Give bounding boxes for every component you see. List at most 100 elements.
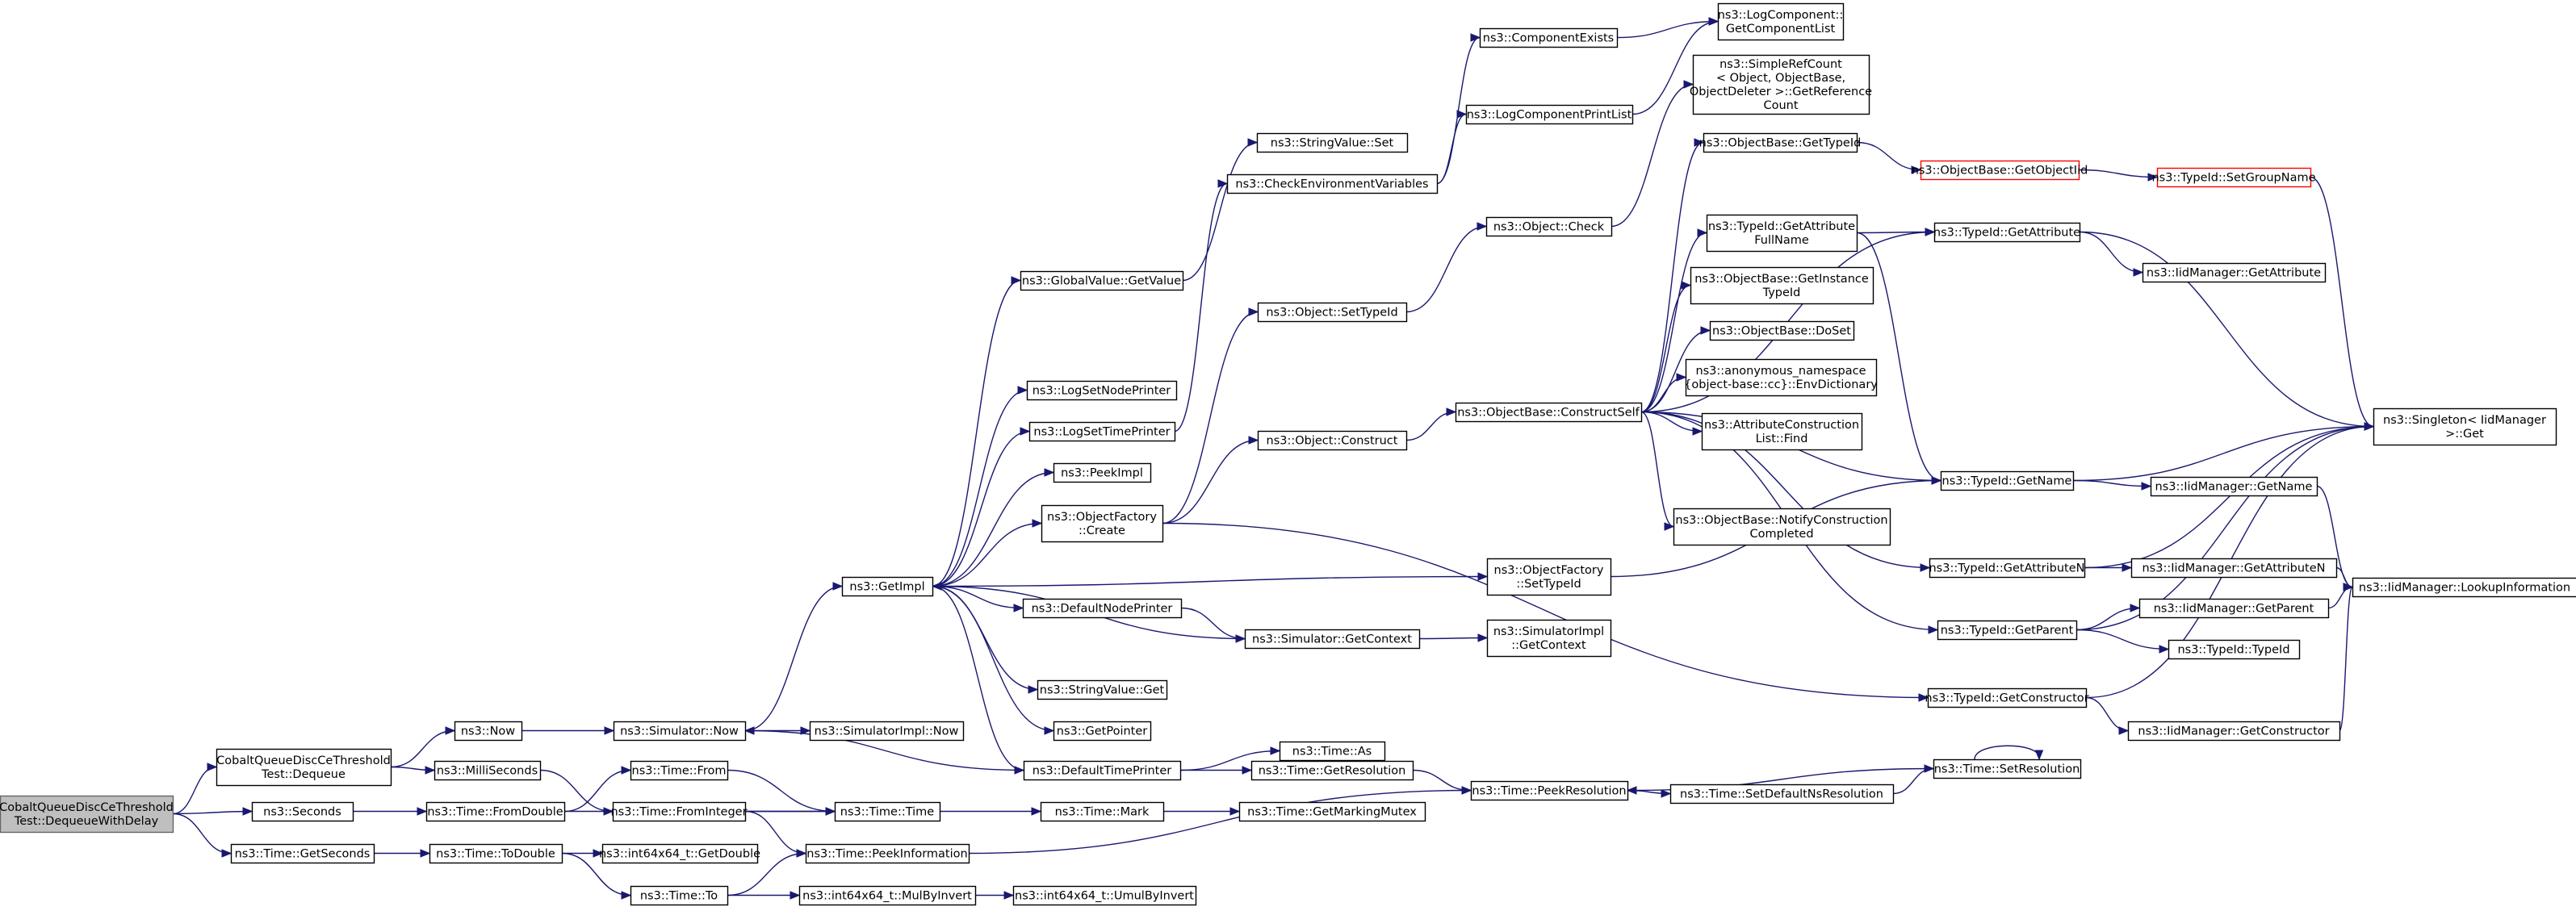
edge-ofcreate-objconstruct	[1162, 436, 1259, 524]
node-iidgetname[interactable]: ns3::IidManager::GetName	[2150, 476, 2318, 497]
edge-getimpl-logsetnode	[932, 386, 1028, 587]
node-simimplnow[interactable]: ns3::SimulatorImpl::Now	[809, 721, 965, 742]
node-setresolution[interactable]: ns3::Time::SetResolution	[1933, 758, 2082, 779]
node-defnodeprinter[interactable]: ns3::DefaultNodePrinter	[1022, 598, 1183, 619]
node-peekinfo[interactable]: ns3::Time::PeekInformation	[805, 843, 970, 864]
node-logcompgetlist[interactable]: ns3::LogComponent::GetComponentList	[1718, 2, 1845, 41]
node-iidgetconstructor[interactable]: ns3::IidManager::GetConstructor	[2127, 721, 2341, 742]
node-compexists[interactable]: ns3::ComponentExists	[1479, 27, 1619, 48]
node-tidgetattr[interactable]: ns3::TypeId::GetAttribute	[1933, 222, 2081, 243]
node-iidgetparent[interactable]: ns3::IidManager::GetParent	[2138, 598, 2330, 619]
node-gvgetvalue[interactable]: ns3::GlobalValue::GetValue	[1020, 270, 1184, 291]
node-label: ns3::Time::ToDouble	[436, 848, 555, 861]
node-todouble[interactable]: ns3::Time::ToDouble	[429, 843, 563, 864]
node-obgetobjectiid[interactable]: ns3::ObjectBase::GetObjectIid	[1912, 160, 2088, 181]
node-tidgetname[interactable]: ns3::TypeId::GetName	[1940, 470, 2075, 491]
node-label: FullName	[1754, 234, 1809, 247]
node-tidtypeid[interactable]: ns3::TypeId::TypeId	[2168, 639, 2301, 660]
node-label: ns3::IidManager::LookupInformation	[2359, 582, 2570, 595]
node-checkenv[interactable]: ns3::CheckEnvironmentVariables	[1226, 173, 1439, 194]
node-umulbyinvert[interactable]: ns3::int64x64_t::UmulByInvert	[1012, 885, 1197, 906]
node-tidgetattrn[interactable]: ns3::TypeId::GetAttributeN	[1929, 558, 2086, 579]
node-now[interactable]: ns3::Now	[454, 721, 523, 742]
node-logcompprint[interactable]: ns3::LogComponentPrintList	[1465, 104, 1634, 125]
node-svget[interactable]: ns3::StringValue::Get	[1037, 679, 1168, 700]
node-label: ns3::ObjectBase::GetTypeId	[1699, 137, 1862, 150]
node-objcheck[interactable]: ns3::Object::Check	[1485, 216, 1613, 237]
node-seconds[interactable]: ns3::Seconds	[251, 801, 354, 822]
node-anonenvdict[interactable]: ns3::anonymous_namespace{object-base::cc…	[1684, 358, 1878, 397]
node-box	[1673, 508, 1891, 546]
node-objconstruct[interactable]: ns3::Object::Construct	[1257, 430, 1408, 451]
node-setdefaultns[interactable]: ns3::Time::SetDefaultNsResolution	[1669, 784, 1895, 804]
node-simnow[interactable]: ns3::Simulator::Now	[613, 721, 747, 742]
edge-simgetcontext-simimplgetctx	[1418, 633, 1489, 642]
edge-deftimeprinter-simnow	[743, 726, 1024, 771]
node-getdouble[interactable]: ns3::int64x64_t::GetDouble	[599, 843, 760, 864]
node-simgetcontext[interactable]: ns3::Simulator::GetContext	[1244, 629, 1421, 650]
node-obdoset[interactable]: ns3::ObjectBase::DoSet	[1709, 320, 1855, 341]
node-obnotify[interactable]: ns3::ObjectBase::NotifyConstructionCompl…	[1673, 508, 1891, 546]
node-iidlookup[interactable]: ns3::IidManager::LookupInformation	[2352, 577, 2576, 598]
node-timetime[interactable]: ns3::Time::Time	[834, 801, 941, 822]
node-singletonget[interactable]: ns3::Singleton< IidManager>::Get	[2373, 407, 2557, 446]
node-svset[interactable]: ns3::StringValue::Set	[1256, 132, 1409, 153]
node-root[interactable]: CobaltQueueDiscCeThresholdTest::DequeueW…	[0, 795, 174, 834]
node-label: ns3::TypeId::SetGroupName	[2151, 172, 2315, 185]
node-tidgetconstructor[interactable]: ns3::TypeId::GetConstructor	[1925, 687, 2089, 708]
node-timeas[interactable]: ns3::Time::As	[1279, 741, 1386, 762]
node-timeto[interactable]: ns3::Time::To	[630, 885, 729, 906]
node-label: ns3::DefaultNodePrinter	[1032, 603, 1173, 616]
edge-timeto-mulbyinvert	[727, 891, 801, 900]
node-ofsettypeid[interactable]: ns3::ObjectFactory::SetTypeId	[1486, 558, 1612, 596]
node-mulbyinvert[interactable]: ns3::int64x64_t::MulByInvert	[798, 885, 977, 906]
node-box	[0, 795, 174, 834]
edge-gvgetvalue-svset	[1182, 138, 1259, 282]
node-tidgetparent[interactable]: ns3::TypeId::GetParent	[1937, 620, 2078, 641]
node-peekimpl[interactable]: ns3::PeekImpl	[1053, 462, 1152, 483]
edge-deftimeprinter-timeas	[1179, 746, 1281, 771]
node-label: Test::Dequeue	[261, 768, 346, 781]
node-getimpl[interactable]: ns3::GetImpl	[841, 576, 934, 597]
node-frominteger[interactable]: ns3::Time::FromInteger	[610, 801, 748, 822]
node-simplerefcount[interactable]: ns3::SimpleRefCount< Object, ObjectBase,…	[1690, 54, 1872, 115]
node-objsettypeid[interactable]: ns3::Object::SetTypeId	[1257, 302, 1408, 323]
edge-timemark-getmarkingmutex	[1162, 807, 1241, 816]
node-box	[805, 843, 970, 864]
node-simimplgetctx[interactable]: ns3::SimulatorImpl::GetContext	[1486, 619, 1612, 658]
node-logsettime[interactable]: ns3::LogSetTimePrinter	[1028, 421, 1176, 442]
node-label: ns3::TypeId::GetParent	[1941, 625, 2074, 637]
node-box	[1940, 470, 2075, 491]
node-getpointer[interactable]: ns3::GetPointer	[1053, 721, 1152, 742]
node-label: ns3::SimulatorImpl::Now	[815, 725, 959, 738]
node-timegetseconds[interactable]: ns3::Time::GetSeconds	[230, 843, 375, 864]
edge-seconds-fromdouble	[352, 807, 428, 816]
node-box	[798, 885, 977, 906]
edge-root-timegetseconds	[172, 813, 232, 858]
node-box	[1256, 132, 1409, 153]
node-obconstructself[interactable]: ns3::ObjectBase::ConstructSelf	[1455, 402, 1643, 423]
node-ofcreate[interactable]: ns3::ObjectFactory::Create	[1041, 504, 1164, 543]
node-timefrom[interactable]: ns3::Time::From	[630, 760, 729, 781]
node-obgettypeid[interactable]: ns3::ObjectBase::GetTypeId	[1699, 132, 1862, 153]
node-getmarkingmutex[interactable]: ns3::Time::GetMarkingMutex	[1238, 801, 1426, 822]
node-iidgetattr[interactable]: ns3::IidManager::GetAttribute	[2142, 262, 2327, 283]
node-logsetnode[interactable]: ns3::LogSetNodePrinter	[1026, 380, 1178, 401]
node-label: ns3::TypeId::GetAttribute	[1933, 227, 2080, 240]
node-fromdouble[interactable]: ns3::Time::FromDouble	[425, 801, 566, 822]
edge-tidgetparent-tidtypeid	[2075, 629, 2170, 654]
node-peekres[interactable]: ns3::Time::PeekResolution	[1470, 780, 1629, 801]
node-iidgetattrn[interactable]: ns3::IidManager::GetAttributeN	[2130, 558, 2338, 579]
node-tidsetgroupname[interactable]: ns3::TypeId::SetGroupName	[2151, 167, 2316, 188]
node-deftimeprinter[interactable]: ns3::DefaultTimePrinter	[1023, 760, 1182, 781]
node-milliseconds[interactable]: ns3::MilliSeconds	[434, 760, 542, 781]
node-timemark[interactable]: ns3::Time::Mark	[1040, 801, 1165, 822]
edge-ofcreate-objsettypeid	[1162, 307, 1259, 524]
node-getresolution[interactable]: ns3::Time::GetResolution	[1250, 760, 1414, 781]
edge-deftimeprinter-getresolution	[1179, 766, 1253, 775]
